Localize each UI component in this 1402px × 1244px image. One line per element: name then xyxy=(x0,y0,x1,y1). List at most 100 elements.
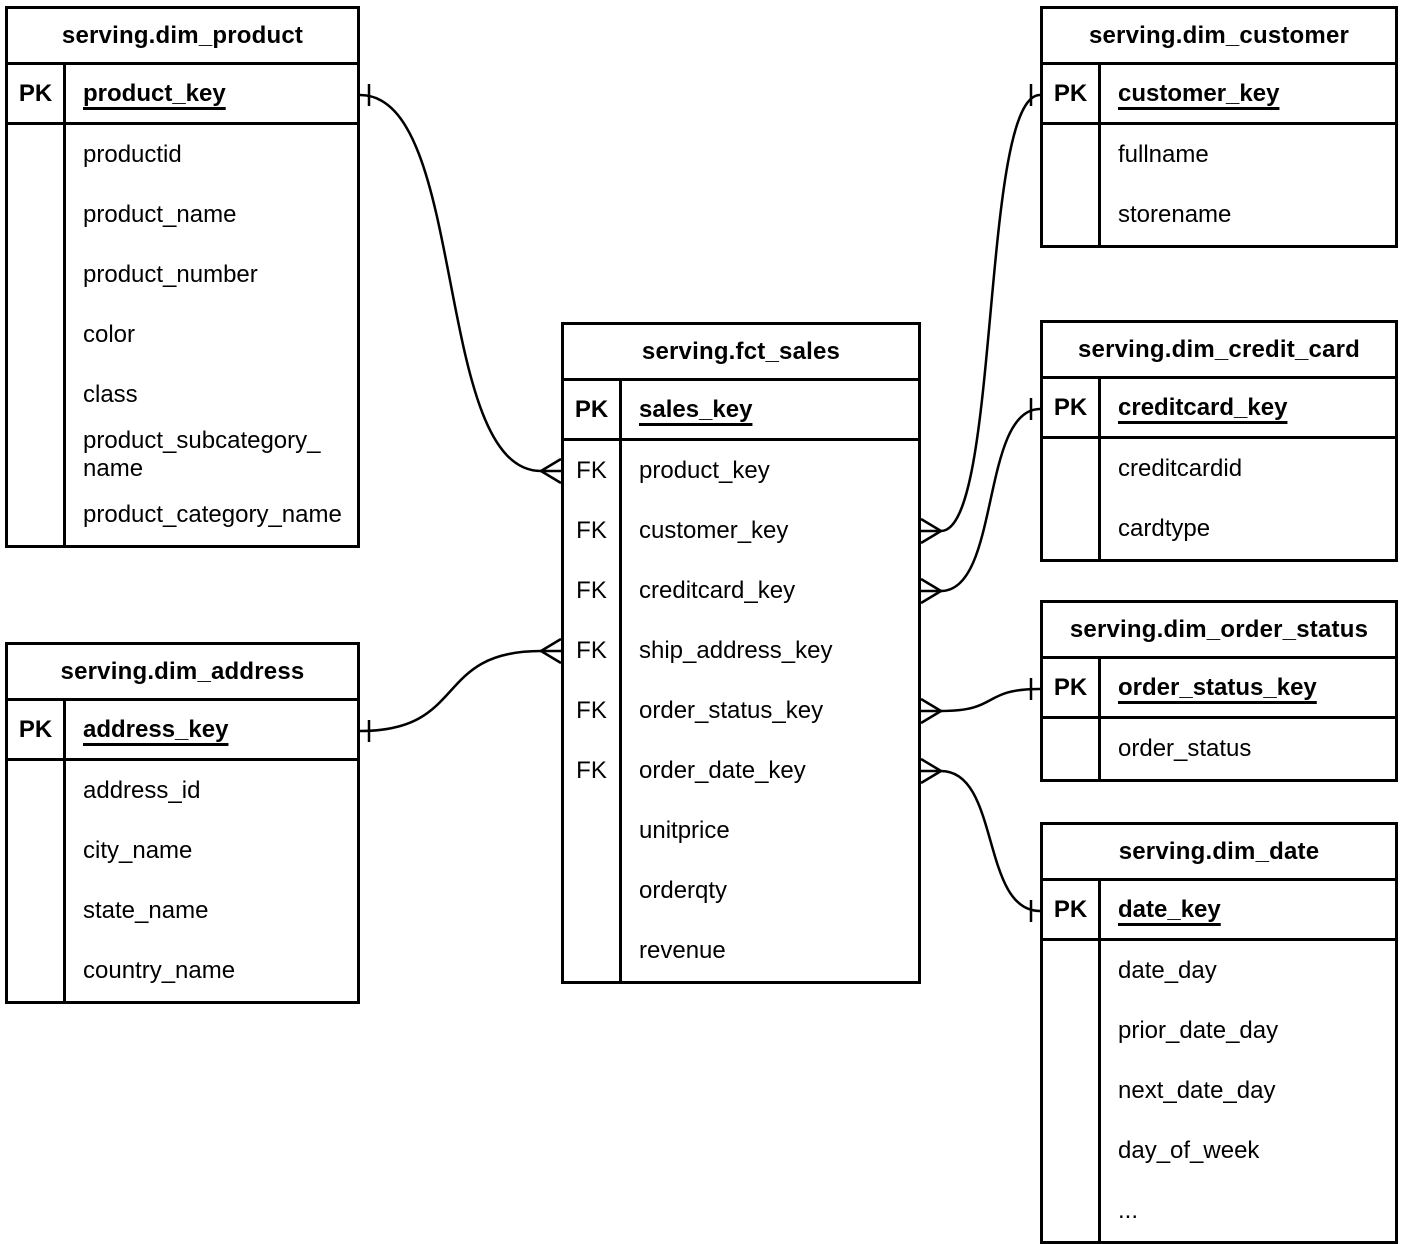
table-row-product-subcategory-name: product_subcategory_name xyxy=(8,425,357,485)
field-name: storename xyxy=(1118,201,1232,228)
table-title: serving.dim_credit_card xyxy=(1043,323,1395,379)
key-badge-empty xyxy=(1043,439,1101,499)
key-badge-empty xyxy=(564,861,622,921)
field-name-line: product_subcategory_ xyxy=(83,427,321,454)
field-name: product_number xyxy=(83,261,258,288)
table-row-color: color xyxy=(8,305,357,365)
relationship-line xyxy=(359,649,542,733)
table-row-state-name: state_name xyxy=(8,881,357,941)
field-name: creditcardid xyxy=(1118,455,1243,482)
key-badge-empty xyxy=(8,941,66,1001)
relationship-dim_date-order_date_key xyxy=(920,757,1041,922)
pk-badge: PK xyxy=(1043,65,1101,122)
many-crowfoot-prong xyxy=(920,529,942,545)
table-row-creditcard-key: FK creditcard_key xyxy=(564,561,918,621)
field-name: product_category_name xyxy=(83,501,342,528)
key-badge-empty xyxy=(564,921,622,981)
many-crowfoot-prong xyxy=(920,757,942,773)
field-name: product_key xyxy=(83,79,226,107)
key-badge-empty xyxy=(8,485,66,545)
relationship-dim_address-ship_address_key xyxy=(359,637,562,742)
many-crowfoot-prong xyxy=(920,517,942,533)
field-name: order_status_key xyxy=(1118,673,1317,701)
table-row-customer-key: FK customer_key xyxy=(564,501,918,561)
key-badge-empty xyxy=(1043,1181,1101,1241)
key-badge-empty xyxy=(1043,499,1101,559)
pk-badge: PK xyxy=(8,701,66,758)
field-name: creditcard_key xyxy=(639,577,796,604)
pk-badge: PK xyxy=(1043,659,1101,716)
field-name: customer_key xyxy=(1118,79,1280,107)
pk-badge: PK xyxy=(1043,881,1101,938)
key-badge-empty xyxy=(8,305,66,365)
key-badge-empty xyxy=(1043,1001,1101,1061)
field-name: class xyxy=(83,381,138,408)
relationship-dim_customer-customer_key xyxy=(920,84,1041,545)
table-title: serving.dim_date xyxy=(1043,825,1395,881)
table-row-class: class xyxy=(8,365,357,425)
fk-badge: FK xyxy=(564,561,622,621)
many-crowfoot-prong xyxy=(920,577,942,593)
relationship-line xyxy=(940,687,1041,713)
table-row-order-status: order_status xyxy=(1043,719,1395,779)
key-badge-empty xyxy=(8,881,66,941)
field-name: order_date_key xyxy=(639,757,806,784)
table-row-day-of-week: day_of_week xyxy=(1043,1121,1395,1181)
table-title: serving.dim_order_status xyxy=(1043,603,1395,659)
key-badge-empty xyxy=(8,125,66,185)
relationship-line xyxy=(359,93,542,473)
field-name: order_status_key xyxy=(639,697,824,724)
field-name: product_name xyxy=(83,201,237,228)
field-name: customer_key xyxy=(639,517,789,544)
table-row-country-name: country_name xyxy=(8,941,357,1001)
key-badge-empty xyxy=(1043,719,1101,779)
table-row-cardtype: cardtype xyxy=(1043,499,1395,559)
key-badge-empty xyxy=(8,365,66,425)
relationship-dim_order_status-order_status_key xyxy=(920,678,1041,725)
table-title: serving.dim_address xyxy=(8,645,357,701)
fk-badge: FK xyxy=(564,621,622,681)
field-name: product_key xyxy=(639,457,770,484)
key-badge-empty xyxy=(8,425,66,485)
table-row-unitprice: unitprice xyxy=(564,801,918,861)
key-badge-empty xyxy=(8,821,66,881)
many-crowfoot-prong xyxy=(540,637,562,653)
relationship-dim_product-product_key xyxy=(359,84,562,485)
pk-badge: PK xyxy=(564,381,622,438)
relationship-line xyxy=(940,407,1041,593)
key-badge-empty xyxy=(1043,941,1101,1001)
table-title: serving.fct_sales xyxy=(564,325,918,381)
table-row-prior-date-day: prior_date_day xyxy=(1043,1001,1395,1061)
key-badge-empty xyxy=(8,245,66,305)
table-row-creditcardid: creditcardid xyxy=(1043,439,1395,499)
field-name: cardtype xyxy=(1118,515,1211,542)
many-crowfoot-prong xyxy=(920,769,942,785)
key-badge-empty xyxy=(1043,125,1101,185)
field-name: city_name xyxy=(83,837,193,864)
field-name: prior_date_day xyxy=(1118,1017,1279,1044)
table-row-city-name: city_name xyxy=(8,821,357,881)
key-badge-empty xyxy=(564,801,622,861)
fk-badge: FK xyxy=(564,501,622,561)
key-badge-empty xyxy=(1043,185,1101,245)
field-name: ... xyxy=(1118,1197,1139,1224)
relationship-line xyxy=(940,93,1041,533)
field-name: next_date_day xyxy=(1118,1077,1276,1104)
table-row-orderqty: orderqty xyxy=(564,861,918,921)
field-name-line: name xyxy=(83,455,144,482)
field-name: day_of_week xyxy=(1118,1137,1260,1164)
table-row-productid: productid xyxy=(8,125,357,185)
